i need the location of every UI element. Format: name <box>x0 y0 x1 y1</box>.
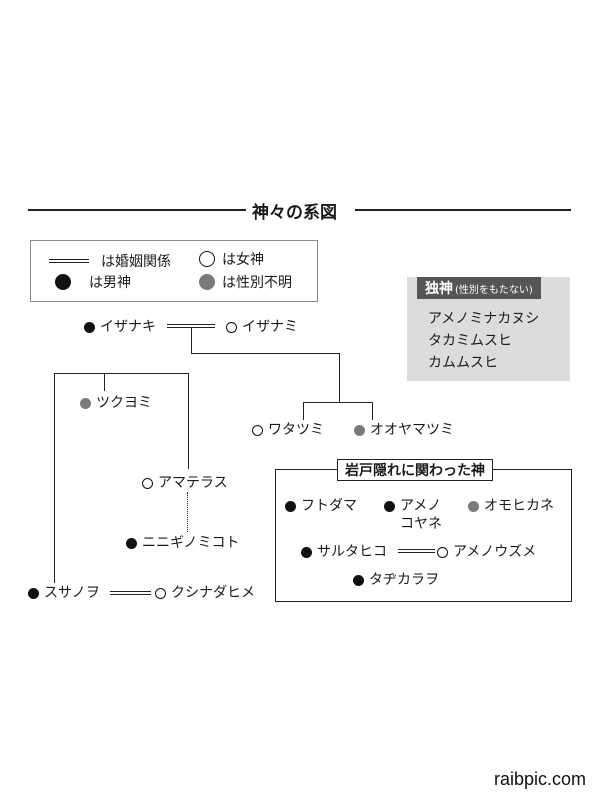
deity-name: サルタヒコ <box>317 544 387 560</box>
deity-susanoo: スサノヲ <box>28 584 100 602</box>
deity-watatsumi: ワタツミ <box>252 421 324 439</box>
female-marker-icon <box>155 587 166 599</box>
deity-name: アメノ <box>400 498 442 514</box>
male-marker-icon <box>353 574 364 586</box>
female-marker-icon <box>252 424 263 436</box>
male-marker-icon <box>384 500 395 512</box>
legend-marriage-label: は婚姻関係 <box>101 254 171 270</box>
solo-item: アメノミナカヌシ <box>428 311 540 327</box>
connector <box>54 373 189 375</box>
iwato-group-title: 岩戸隠れに関わった神 <box>337 459 493 481</box>
male-marker-icon <box>285 500 296 512</box>
deity-izanami: イザナミ <box>226 318 298 336</box>
solo-title: 独神 <box>425 281 453 297</box>
male-circle-icon <box>55 274 71 290</box>
deity-amaterasu: アマテラス <box>142 474 228 492</box>
deity-omoikane: オモヒカネ <box>468 497 554 515</box>
solo-item: タカミムスヒ <box>428 333 512 349</box>
deity-ooyamatsumi: オオヤマツミ <box>354 421 454 439</box>
deity-futodama: フトダマ <box>285 497 357 515</box>
marriage-line-susanoo-kushinadahime <box>110 591 151 595</box>
marriage-line-sarutahiko-amenouzume <box>398 549 435 553</box>
title-rule-left <box>28 209 246 211</box>
legend-marriage: は婚姻関係 <box>49 251 171 271</box>
solo-deities-header: 独神 (性別をもたない) <box>417 277 541 299</box>
unknown-marker-icon <box>354 424 365 436</box>
deity-izanagi: イザナキ <box>84 318 156 336</box>
connector <box>54 373 56 583</box>
deity-name: イザナキ <box>100 319 156 335</box>
deity-name: アマテラス <box>158 475 228 491</box>
legend-female: は女神 <box>199 249 264 269</box>
connector <box>303 402 373 404</box>
male-marker-icon <box>126 537 137 549</box>
watermark: raibpic.com <box>493 769 586 789</box>
deity-name: ツクヨミ <box>96 395 152 411</box>
deity-sarutahiko: サルタヒコ <box>301 543 387 561</box>
unknown-marker-icon <box>468 500 479 512</box>
deity-name: アメノウズメ <box>453 544 537 560</box>
connector <box>191 353 340 355</box>
female-marker-icon <box>226 321 237 333</box>
connector <box>372 402 374 420</box>
descent-dotted-line <box>187 492 188 532</box>
marriage-line-icon <box>49 259 89 263</box>
solo-item: カムムスヒ <box>428 355 498 371</box>
connector <box>303 402 305 420</box>
deity-name: スサノヲ <box>44 585 100 601</box>
title-rule-right <box>355 209 571 211</box>
unknown-marker-icon <box>80 397 91 409</box>
deity-name: ニニギノミコト <box>142 535 240 551</box>
female-circle-icon <box>199 251 215 267</box>
deity-name: ワタツミ <box>268 422 324 438</box>
deity-amenokoyane: アメノ <box>384 497 441 515</box>
male-marker-icon <box>28 587 39 599</box>
solo-subtitle: (性別をもたない) <box>455 284 533 296</box>
deity-name: イザナミ <box>242 319 298 335</box>
legend-unknown-label: は性別不明 <box>222 275 292 291</box>
deity-ninigi: ニニギノミコト <box>126 534 239 552</box>
deity-name: オモヒカネ <box>484 498 554 514</box>
female-marker-icon <box>437 546 448 558</box>
deity-name: クシナダヒメ <box>171 585 255 601</box>
diagram-title: 神々の系図 <box>252 203 337 223</box>
unknown-circle-icon <box>199 274 215 290</box>
connector <box>188 373 190 469</box>
legend-male-label: は男神 <box>89 275 131 291</box>
legend-unknown: は性別不明 <box>199 272 292 292</box>
deity-tajikarao: タヂカラヲ <box>353 571 439 589</box>
deity-tsukuyomi: ツクヨミ <box>80 394 152 412</box>
deity-name: タヂカラヲ <box>369 572 439 588</box>
deity-name: フトダマ <box>301 498 357 514</box>
male-marker-icon <box>301 546 312 558</box>
legend-female-label: は女神 <box>222 252 264 268</box>
deity-kushinadahime: クシナダヒメ <box>155 584 255 602</box>
legend-male: は男神 <box>55 272 131 292</box>
connector <box>191 327 193 354</box>
connector <box>104 373 106 391</box>
deity-name: オオヤマツミ <box>370 422 454 438</box>
male-marker-icon <box>84 321 95 333</box>
female-marker-icon <box>142 477 153 489</box>
deity-name-continued: コヤネ <box>400 516 442 532</box>
deity-amenouzume: アメノウズメ <box>437 543 536 561</box>
legend-box: は婚姻関係 は女神 は男神 は性別不明 <box>30 240 318 302</box>
connector <box>339 353 341 403</box>
